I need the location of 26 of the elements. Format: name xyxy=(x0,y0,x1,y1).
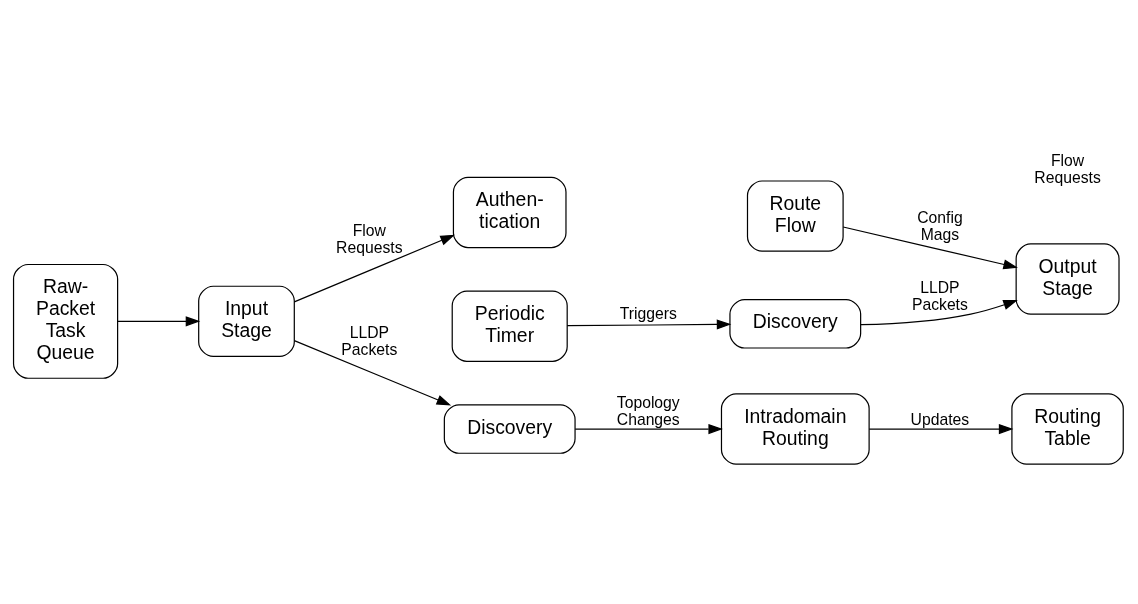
node-box: Routing Table xyxy=(1011,393,1124,465)
arrow xyxy=(293,234,455,303)
label: Flow Requests xyxy=(1034,151,1101,186)
arrow xyxy=(117,316,201,327)
edge-label: Updates xyxy=(910,410,970,428)
node-box: Raw- Packet Task Queue xyxy=(12,263,119,379)
node-box: Output Stage xyxy=(1015,243,1120,315)
arrow xyxy=(842,226,1018,270)
node-box: Input Stage xyxy=(198,285,295,358)
arrow xyxy=(574,423,723,435)
node-box: Intradomain Routing xyxy=(720,393,870,465)
edge-label: Flow Requests xyxy=(336,221,403,256)
arrow xyxy=(566,319,732,330)
edge-label: Triggers xyxy=(619,305,677,323)
node-box: Discovery xyxy=(443,404,576,454)
edge-label: Topology Changes xyxy=(616,393,680,428)
node-box: Route Flow xyxy=(746,180,844,252)
node-box: Discovery xyxy=(729,298,862,349)
edge-label: Config Mags xyxy=(917,208,963,243)
node-box: Authen- tication xyxy=(452,176,567,249)
edge-label: LLDP Packets xyxy=(341,323,398,358)
edge-label: LLDP Packets xyxy=(911,278,968,313)
arrow xyxy=(293,340,452,406)
node-box: Periodic Timer xyxy=(451,290,568,362)
arrow xyxy=(860,300,1018,326)
arrow xyxy=(868,423,1014,435)
